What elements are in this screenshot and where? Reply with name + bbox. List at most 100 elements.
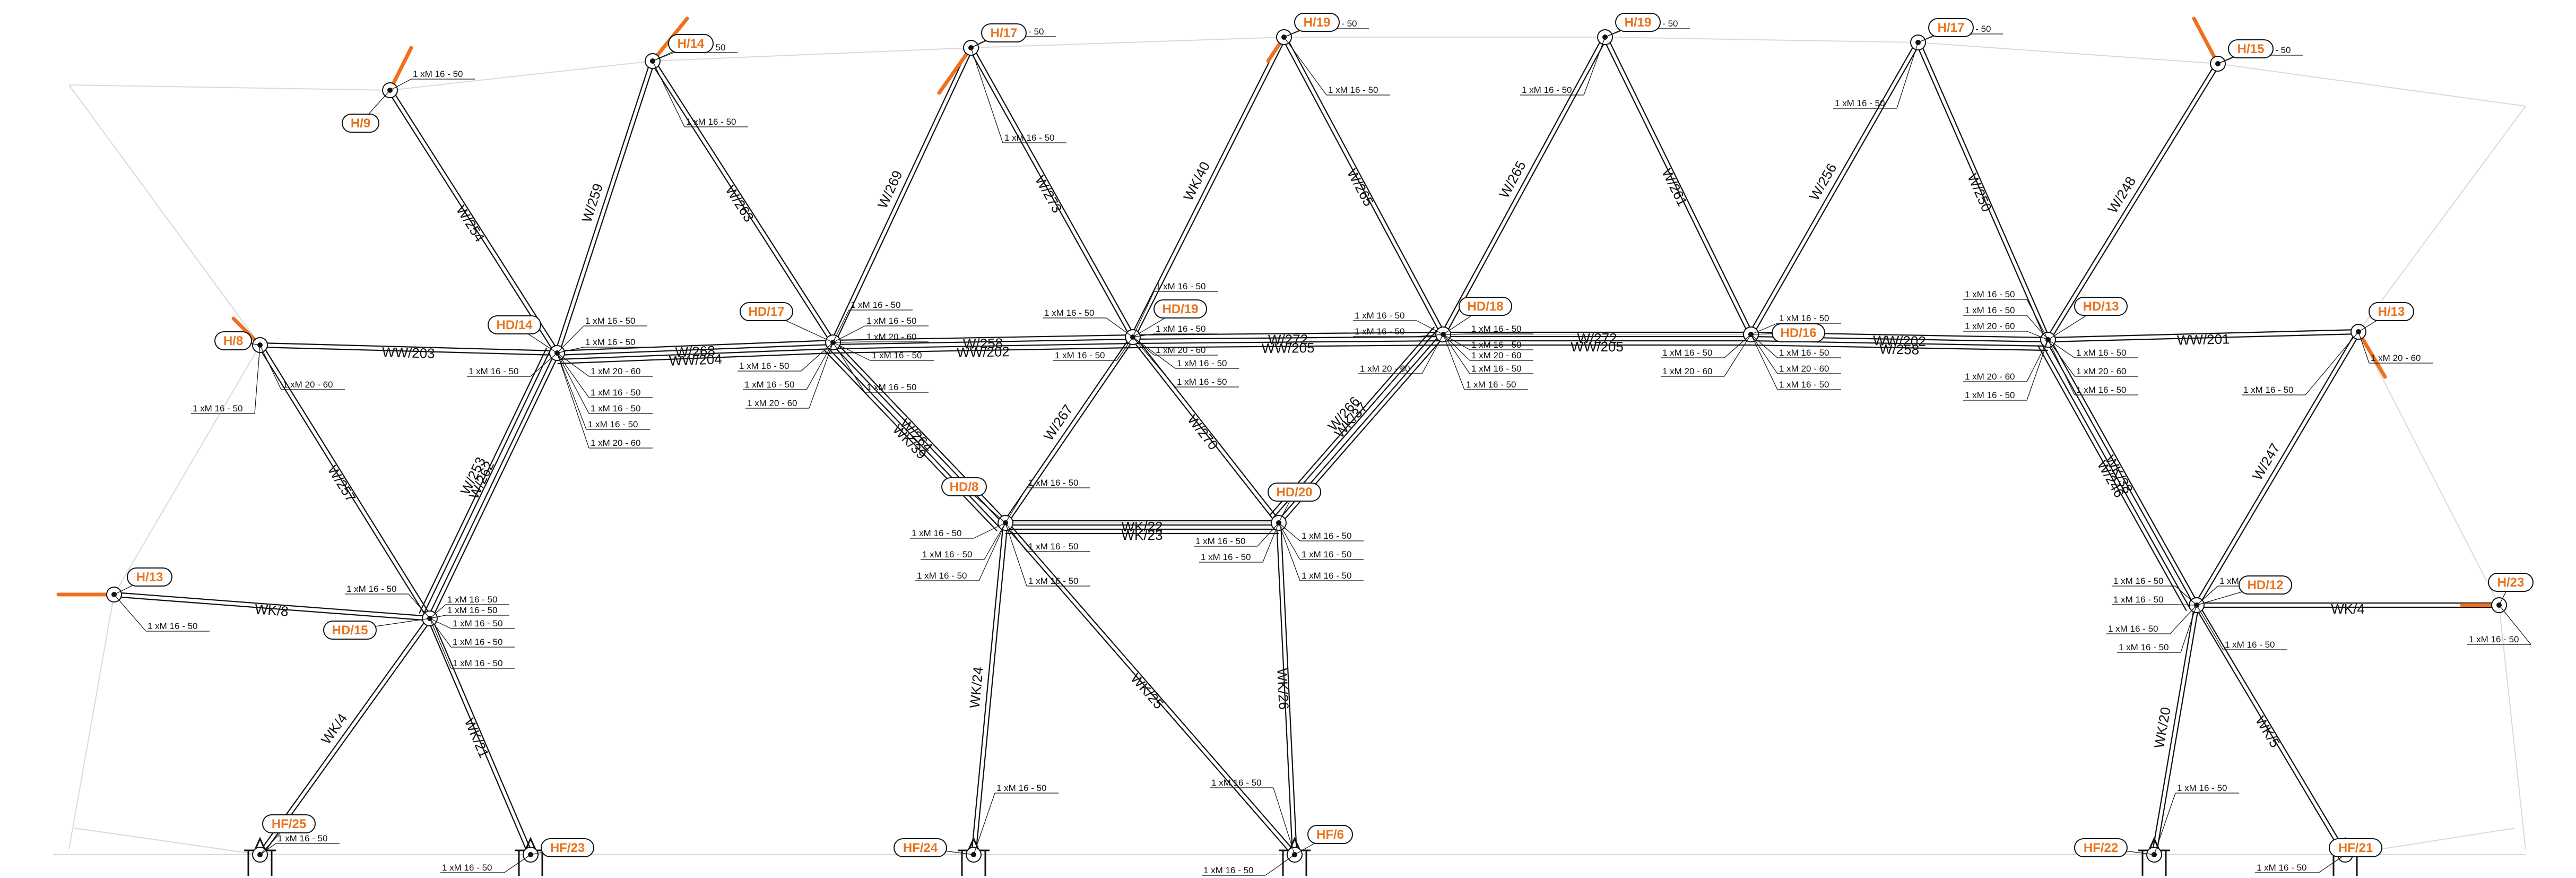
strut-edge <box>1007 338 1135 524</box>
tag-box <box>1153 299 1207 319</box>
leader-line <box>1443 334 1470 350</box>
strut-edge <box>1750 344 2048 351</box>
member-label: W/272 <box>1268 331 1308 348</box>
leader-line <box>1724 334 1751 377</box>
hubs-layer <box>106 29 2507 863</box>
bolt-label: 1 xM 16 - 50 <box>1522 85 1572 95</box>
bolt-label: 1 xM 20 - 60 <box>283 380 333 390</box>
mesh-line <box>2358 331 2500 606</box>
node-tag-label: HF/22 <box>2084 841 2118 855</box>
bolt-callout: 1 xM 16 - 50 <box>832 342 929 393</box>
bolt-label: 1 xM 16 - 50 <box>453 658 503 668</box>
node-tag: HD/16 <box>1750 323 1825 342</box>
node-tag: H/19 <box>1604 13 1661 38</box>
leader-line <box>2026 339 2049 382</box>
node-tag: HF/21 <box>2329 838 2382 857</box>
node-tag: HF/25 <box>259 814 316 855</box>
strut-edge <box>1133 344 1444 349</box>
base-support <box>515 837 547 876</box>
bolt-label: 1 xM 16 - 50 <box>585 316 636 326</box>
strut-member: W/273 <box>968 46 1135 339</box>
strut-edge <box>833 347 1133 354</box>
strut-member: WW/204 <box>557 348 834 369</box>
strut-member: WK/26 <box>1274 522 1298 855</box>
orange-rod <box>937 46 973 95</box>
leader-line <box>832 342 865 393</box>
bolt-label: 1 xM 16 - 50 <box>1177 358 1227 368</box>
member-label: WK/24 <box>966 666 986 709</box>
node-tag-label: HD/13 <box>2083 299 2119 314</box>
strut-member: WK/20 <box>2151 605 2200 855</box>
leader-line <box>801 342 834 372</box>
strut-edge <box>1007 521 1297 854</box>
bolt-label: 1 xM 16 - 50 <box>1302 549 1352 559</box>
member-label: W/247 <box>2249 441 2283 483</box>
strut-member: W/267 <box>1003 335 1135 524</box>
node-tag-label: H/15 <box>2237 42 2265 56</box>
bolt-label: 1 xM 20 - 60 <box>1965 321 2015 331</box>
leader-line <box>652 61 685 127</box>
node-tag-label: H/8 <box>223 334 243 348</box>
bolt-callout: 1 xM 16 - 50 <box>1194 522 1279 547</box>
strut-edge <box>2194 330 2357 605</box>
strut-edge <box>558 61 655 354</box>
strut-member: W/268 <box>557 339 834 360</box>
member-label: WW/205 <box>1571 339 1624 355</box>
strut-edge <box>387 91 556 355</box>
node-tag: H/17 <box>970 23 1027 48</box>
node-tag: H/19 <box>1283 13 1340 38</box>
bolt-labels-layer: 1 xM 16 - 50 1 xM 16 - 50 1 xM 16 - 50 1 xM… <box>114 19 2531 876</box>
leader-line <box>970 47 1003 143</box>
strut-edge <box>833 342 1133 350</box>
bolt-label: 1 xM 16 - 50 <box>866 382 917 392</box>
bolt-label: 1 xM 16 - 50 <box>1028 576 1079 586</box>
strut-edge <box>557 348 834 360</box>
member-label: WK/22 <box>1121 519 1163 535</box>
node-tag: HD/18 <box>1443 297 1512 335</box>
strut-member: W/265 <box>1281 36 1446 336</box>
bolt-label: 1 xM 16 - 50 <box>1471 364 1522 374</box>
strut-edge <box>2155 605 2200 855</box>
bolt-label: 1 xM 16 - 50 <box>1965 390 2015 400</box>
strut-edge <box>557 339 833 352</box>
orange-rod <box>2356 330 2387 379</box>
leader-line <box>254 345 261 414</box>
bolt-callout: 1 xM 16 - 50 <box>2112 576 2197 606</box>
supports-layer <box>244 837 2361 876</box>
node-tag: H/23 <box>2488 573 2534 606</box>
leader-line <box>1132 337 1155 356</box>
bolt-label: 1 xM 20 - 60 <box>1662 366 1713 376</box>
bolt-callout: 1 xM 16 - 50 <box>1202 854 1295 876</box>
strut-edge <box>2198 604 2348 854</box>
member-label: W/256 <box>1806 161 1840 203</box>
mesh-line <box>652 47 972 62</box>
strut-edge <box>1281 38 1442 336</box>
tag-box <box>541 838 594 857</box>
node-tag-label: HF/25 <box>272 817 306 831</box>
member-label: WW/205 <box>1262 340 1315 356</box>
bolt-label: 1 xM 16 - 50 <box>447 605 498 615</box>
bolt-label: 1 xM 16 - 50 <box>1211 778 1262 788</box>
strut-member: WK/22 <box>1005 519 1279 535</box>
strut-edge <box>1130 36 1283 337</box>
strut-edge <box>832 334 1133 341</box>
node-tag-label: HD/17 <box>748 305 784 319</box>
member-label: W/261 <box>1659 166 1690 209</box>
bolt-callout: 1 xM 20 - 60 <box>1661 334 1751 377</box>
bolt-label: 1 xM 16 - 50 <box>1201 552 1251 562</box>
leader-line <box>973 793 995 855</box>
strut-edge <box>1134 38 1287 339</box>
bolt-callout: 1 xM 16 - 50 <box>2048 339 2138 358</box>
mesh-line <box>1918 42 2218 64</box>
leader-line <box>1278 522 1300 560</box>
strut-edge <box>422 349 551 616</box>
mesh-line <box>2217 63 2526 107</box>
bolt-callout: 1 xM 16 - 50 <box>440 854 531 873</box>
bolt-callout: 1 xM 16 - 50 <box>259 833 340 855</box>
leader-line <box>1416 334 1444 337</box>
strut-edge <box>431 354 560 620</box>
bolt-label: 1 xM 16 - 50 <box>442 863 492 873</box>
tag-box <box>2239 575 2292 595</box>
node-tag: HF/24 <box>894 838 974 857</box>
member-label: WW/202 <box>957 343 1010 360</box>
